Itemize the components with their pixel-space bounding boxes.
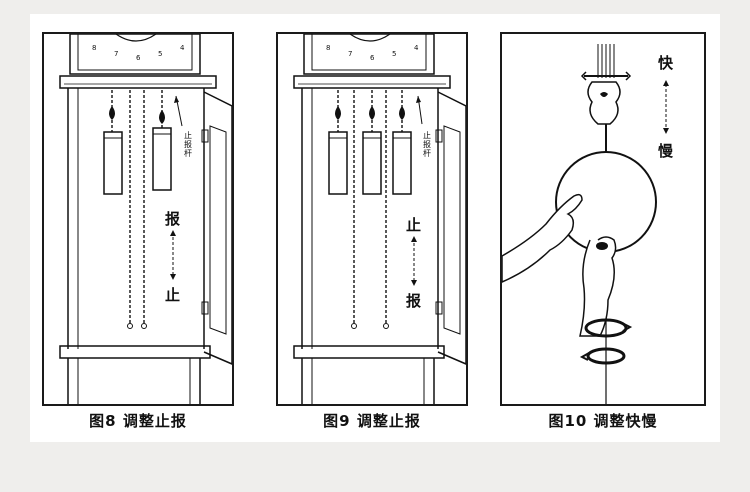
lever-label-char: 杆 <box>423 148 431 158</box>
dial-number: 5 <box>392 50 396 58</box>
lever-label-char: 杆 <box>184 148 192 158</box>
dial-number: 5 <box>158 50 162 58</box>
direction-bottom-label: 止 <box>165 286 180 304</box>
figure-8-caption: 图8 调整止报 <box>89 412 187 430</box>
figure-9-caption: 图9 调整止报 <box>323 412 421 430</box>
dial-number: 6 <box>136 54 141 62</box>
dial-number: 4 <box>414 44 419 52</box>
dial-number: 4 <box>180 44 185 52</box>
direction-top-label: 快 <box>658 54 674 72</box>
figure-10-caption: 图10 调整快慢 <box>548 412 658 430</box>
dial-number: 7 <box>348 50 352 58</box>
lever-label-char: 报 <box>184 139 192 149</box>
direction-top-label: 报 <box>165 210 180 228</box>
dial-number: 8 <box>326 44 330 52</box>
dial-number: 7 <box>114 50 118 58</box>
direction-top-label: 止 <box>406 216 421 234</box>
direction-bottom-label: 报 <box>406 292 421 310</box>
figure-9-panel: 8 7 6 5 4 <box>276 32 468 406</box>
figure-9-clock-drawing: 8 7 6 5 4 <box>293 34 466 404</box>
dial-number: 8 <box>92 44 96 52</box>
figure-8-panel: 8 7 6 5 4 <box>42 32 234 406</box>
direction-bottom-label: 慢 <box>658 142 674 160</box>
figure-10-panel: 快 慢 <box>500 32 706 406</box>
lever-label-char: 止 <box>423 130 431 140</box>
lever-label-char: 报 <box>423 139 431 149</box>
figure-10-pendulum-drawing: 快 慢 <box>502 44 674 404</box>
figure-8-clock-drawing: 8 7 6 5 4 <box>59 34 232 404</box>
lever-label-char: 止 <box>184 130 192 140</box>
dial-number: 6 <box>370 54 375 62</box>
diagram-sheet: 8 7 6 5 4 <box>30 14 720 442</box>
